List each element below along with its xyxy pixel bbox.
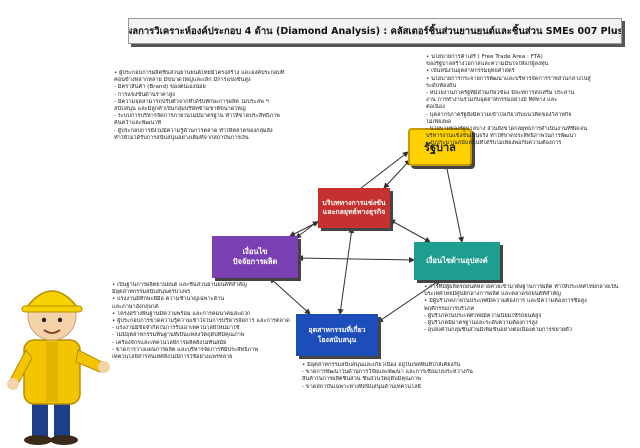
worker-mascot-icon	[7, 290, 110, 445]
note-line: บริหารงานแข็งขันเป็นจริง ทำให้ขาดประสิทธ…	[426, 133, 577, 140]
arrow-factor-related	[269, 277, 311, 315]
related-industries-label-1: อุตสาหกรรมที่เกี่ยว	[308, 326, 366, 334]
arrow-gov-firm	[383, 159, 411, 189]
note-line: • ผู้ประกอบการผลิตชิ้นส่วนยานยนต์ไทยมีโค…	[114, 70, 285, 76]
factor-conditions-label-2: ปัจจัยการผลิต	[232, 257, 278, 266]
note-line: มีอุตสาหกรรมสนับสนุนครบวงจร	[112, 289, 191, 296]
arrow-firm-related	[337, 227, 355, 315]
note-line: ประเทศไทยมีศูนย์กลางการผลิต และตลาดรถยนต…	[424, 291, 561, 298]
note-line: • การที่มีผู้ผลิตรถยนต์หลายค่ายเข้ามาตั้…	[424, 284, 619, 290]
note-line: - ขาดการวางแผนการผลิต และบริหารจัดการที่…	[112, 346, 259, 353]
arrow-gov-demand	[444, 163, 464, 243]
note-line: • โครงสร้างพื้นฐานมีความพร้อม และการคมนา…	[112, 310, 251, 317]
note-line: ระดับท้องถิ่น	[426, 82, 457, 89]
note-line: - แรงงานมีข้อจำกัดในการรับเอาเทคโนโลยีให…	[112, 325, 240, 332]
note-line: พฤติกรรมการบริโภค	[424, 305, 475, 312]
note-line: - งบประมาณสนับสนุนที่ได้รับไม่เพียงพอกับ…	[426, 140, 562, 147]
factor-conditions-notes: • เป็นฐานการผลิตยานยนต์ และชิ้นส่วนยานยน…	[112, 282, 296, 361]
related-industries-notes: • มีอุตสาหกรรมสนับสนุนและเกี่ยวเนื่อง อย…	[302, 362, 508, 391]
note-line: - ขาดสถาบันเฉพาะทางที่สนับสนุนด้านเทคโนโ…	[302, 383, 421, 390]
arrow-demand-related	[377, 279, 441, 323]
note-line: - บุคลากรภาครัฐยังมีความเข้าใจเกี่ยวกับแ…	[426, 111, 572, 118]
note-line: ต่อเนื่อง	[426, 104, 445, 111]
note-line: สินค้าในการผลิตชิ้นส่วน ชิ้นส่วนวัตถุดิบ…	[302, 376, 421, 383]
note-line: - การแข่งขันด้านราคาสูง	[114, 91, 175, 98]
factor-conditions-box: เงื่อนไข ปัจจัยการผลิต	[212, 236, 298, 278]
government-box: รัฐบาล	[408, 128, 472, 166]
note-line: - ไม่มีอุตสาหกรรมพื้นฐานที่เป็นแหล่งวัตถ…	[112, 332, 245, 339]
note-line: สนับสนุน และมีลูกค้าเป็นกลุ่มบริษัทข้ามช…	[114, 106, 246, 113]
arrow-firm-demand	[389, 219, 431, 243]
note-line: • มีผู้บริโภคภายในประเทศมีความต้องการ แล…	[424, 298, 587, 305]
note-line: • นโยบายการกระจายการพัฒนาและบริหารจัดการ…	[426, 75, 591, 82]
note-line: - มีความจุดสามารถปรับตัวจากที่ได้รับทักษ…	[114, 98, 269, 105]
note-line: เทคโนโลยีสารสนเทศยังไม่มีการใช้อย่างแพร่…	[112, 354, 233, 361]
demand-conditions-notes: • การที่มีผู้ผลิตรถยนต์หลายค่ายเข้ามาตั้…	[424, 284, 636, 334]
note-line: • นโยบายการค้าเสรี ( Free Trade Area : F…	[426, 54, 543, 60]
factor-conditions-label-1: เงื่อนไข	[242, 247, 268, 256]
note-line: - ระบบการบริหารจัดการภายในไม่มีมาตรฐาน ท…	[114, 113, 280, 120]
note-line: - อุปสงค์ในกลุ่มชิ้นส่วนมีเพิ่มขึ้นอย่าง…	[424, 327, 572, 334]
note-line: ค้นคว้าและพัฒนาที่	[114, 120, 162, 127]
note-line: ค่อนข้างหลากหลาย มีขนาดใหญ่และเล็ก มีการ…	[114, 77, 251, 84]
note-line: ของรัฐบาลสร้างโอกาสและความมั่นใจให้แก่ผู…	[426, 61, 549, 68]
note-line: • ผู้ประกอบการขาดความรู้ความเข้าใจในการบ…	[112, 318, 290, 325]
note-line: • แรงงานมีทักษะฝีมือ ความชำนาญเฉพาะด้าน	[112, 296, 225, 303]
firm-strategy-box: บริบททางการแข่งขัน และกลยุทธ์ทางธุรกิจ	[318, 188, 390, 228]
note-line: ทำให้ไม่ได้รับการสนับสนุนอย่างเต็มที่จาก…	[114, 134, 249, 141]
note-line: - มีตราสินค้า (Brand) ของตนเองน้อย	[114, 84, 206, 91]
note-line: - ผู้ประกอบการยังไม่มีความรู้ด้านการตลาด…	[114, 127, 273, 134]
note-line: - นโยบายของรัฐบาลบาง ส่วนยังขาดกลยุทธการ…	[426, 126, 588, 133]
firm-strategy-notes: • ผู้ประกอบการผลิตชิ้นส่วนยานยนต์ไทยมีโค…	[114, 70, 318, 142]
note-line: งาน การทำงานร่วมกับอุตสาหกรรมอย่างมี ทิศ…	[426, 97, 558, 104]
related-industries-box: อุตสาหกรรมที่เกี่ยว โยงสนับสนุน	[296, 314, 378, 356]
related-industries-label-2: โยงสนับสนุน	[317, 336, 357, 344]
note-line: - ขาดการพัฒนาในด้านการวิจัยและพัฒนา และก…	[302, 369, 473, 376]
page-title: ผลการวิเคราะห์องค์ประกอบ 4 ด้าน (Diamond…	[128, 18, 622, 44]
note-line: • เป็นฐานการผลิตยานยนต์ และชิ้นส่วนยานยน…	[112, 282, 247, 288]
note-line: ไม่เพียงพอ	[426, 118, 452, 125]
note-line: - ผู้บริโภคมีมาตรฐานและระดับความต้องการส…	[424, 320, 538, 327]
government-notes: • นโยบายการค้าเสรี ( Free Trade Area : F…	[426, 54, 634, 148]
note-line: • มีอุตสาหกรรมสนับสนุนและเกี่ยวเนื่อง อย…	[302, 362, 461, 368]
note-line: และภาษาอังกฤษได้	[112, 303, 159, 310]
note-line: • เป็นหนึ่งในอุตสาหกรรมยุทธศาสตร์	[426, 68, 515, 75]
note-line: - หน่วยงานภาครัฐที่มีส่วนเกี่ยวข้อง มีจะ…	[426, 90, 575, 97]
arrow-factor-demand	[297, 255, 415, 263]
demand-conditions-box: เงื่อนไขด้านอุปสงค์	[414, 242, 500, 280]
note-line: - ผู้บริโภคในประเทศไทยมีความนิยมใช้รถยนต…	[424, 312, 542, 319]
note-line: - เครื่องจักรและเทคโนโลยีการผลิตยังไม่ทั…	[112, 339, 227, 346]
